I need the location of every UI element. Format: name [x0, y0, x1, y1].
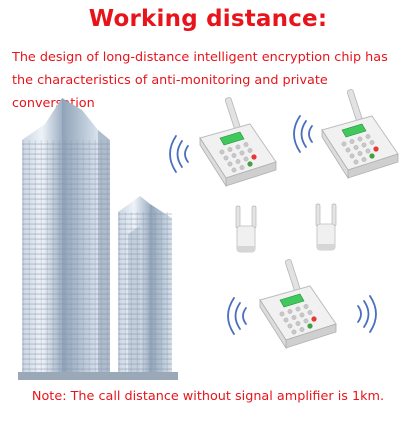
signal-amplifier-left [235, 205, 257, 253]
page-title: Working distance: [88, 6, 328, 32]
desk-phone-bottom [227, 258, 377, 349]
description-line-1: The design of long-distance intelligent … [12, 50, 388, 65]
desk-phone-top-right [293, 88, 399, 179]
desk-phone-top-left [169, 96, 277, 187]
city-skyscrapers [18, 98, 178, 380]
description: The design of long-distance intelligent … [12, 46, 410, 115]
signal-amplifier-right [315, 203, 337, 251]
distance-note: Note: The call distance without signal a… [31, 389, 385, 404]
